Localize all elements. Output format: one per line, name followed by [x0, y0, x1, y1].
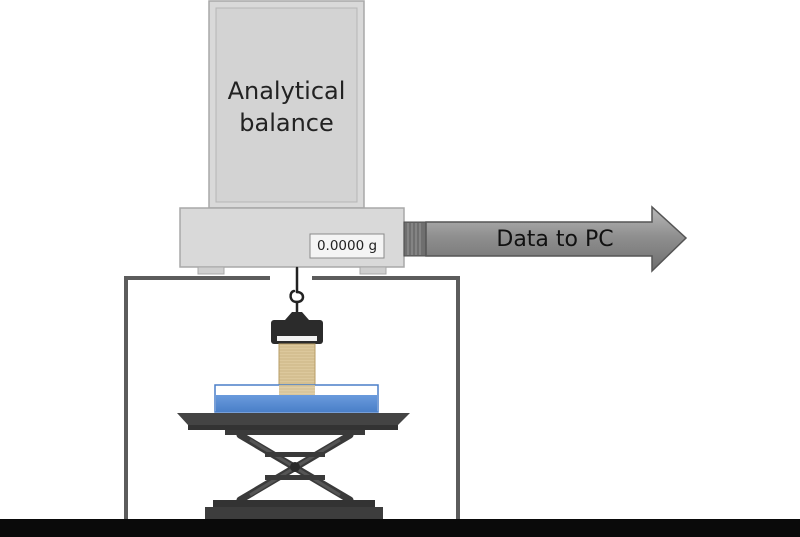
water: [216, 395, 377, 412]
display-readout: 0.0000 g: [316, 238, 378, 254]
balance-label-line-2: balance: [239, 109, 334, 137]
enclosure: [124, 276, 460, 519]
sample-holder: [271, 312, 323, 344]
lab-jack: [177, 413, 410, 519]
balance-display: [309, 233, 385, 259]
balance-foot-right: [359, 266, 387, 275]
balance-label-line-1: Analytical: [227, 77, 346, 105]
data-arrow: [403, 205, 688, 273]
balance-glass: [215, 7, 358, 203]
balance-label: Analytical balance: [209, 75, 364, 139]
balance-foot-left: [197, 266, 225, 275]
arrow-connector: [403, 221, 427, 257]
analytical-balance: [179, 0, 405, 275]
hook-icon: [289, 266, 305, 320]
right-arrow-icon: [425, 205, 688, 273]
arrow-label: Data to PC: [496, 227, 614, 252]
water-container: [214, 384, 379, 413]
floor: [0, 519, 800, 537]
